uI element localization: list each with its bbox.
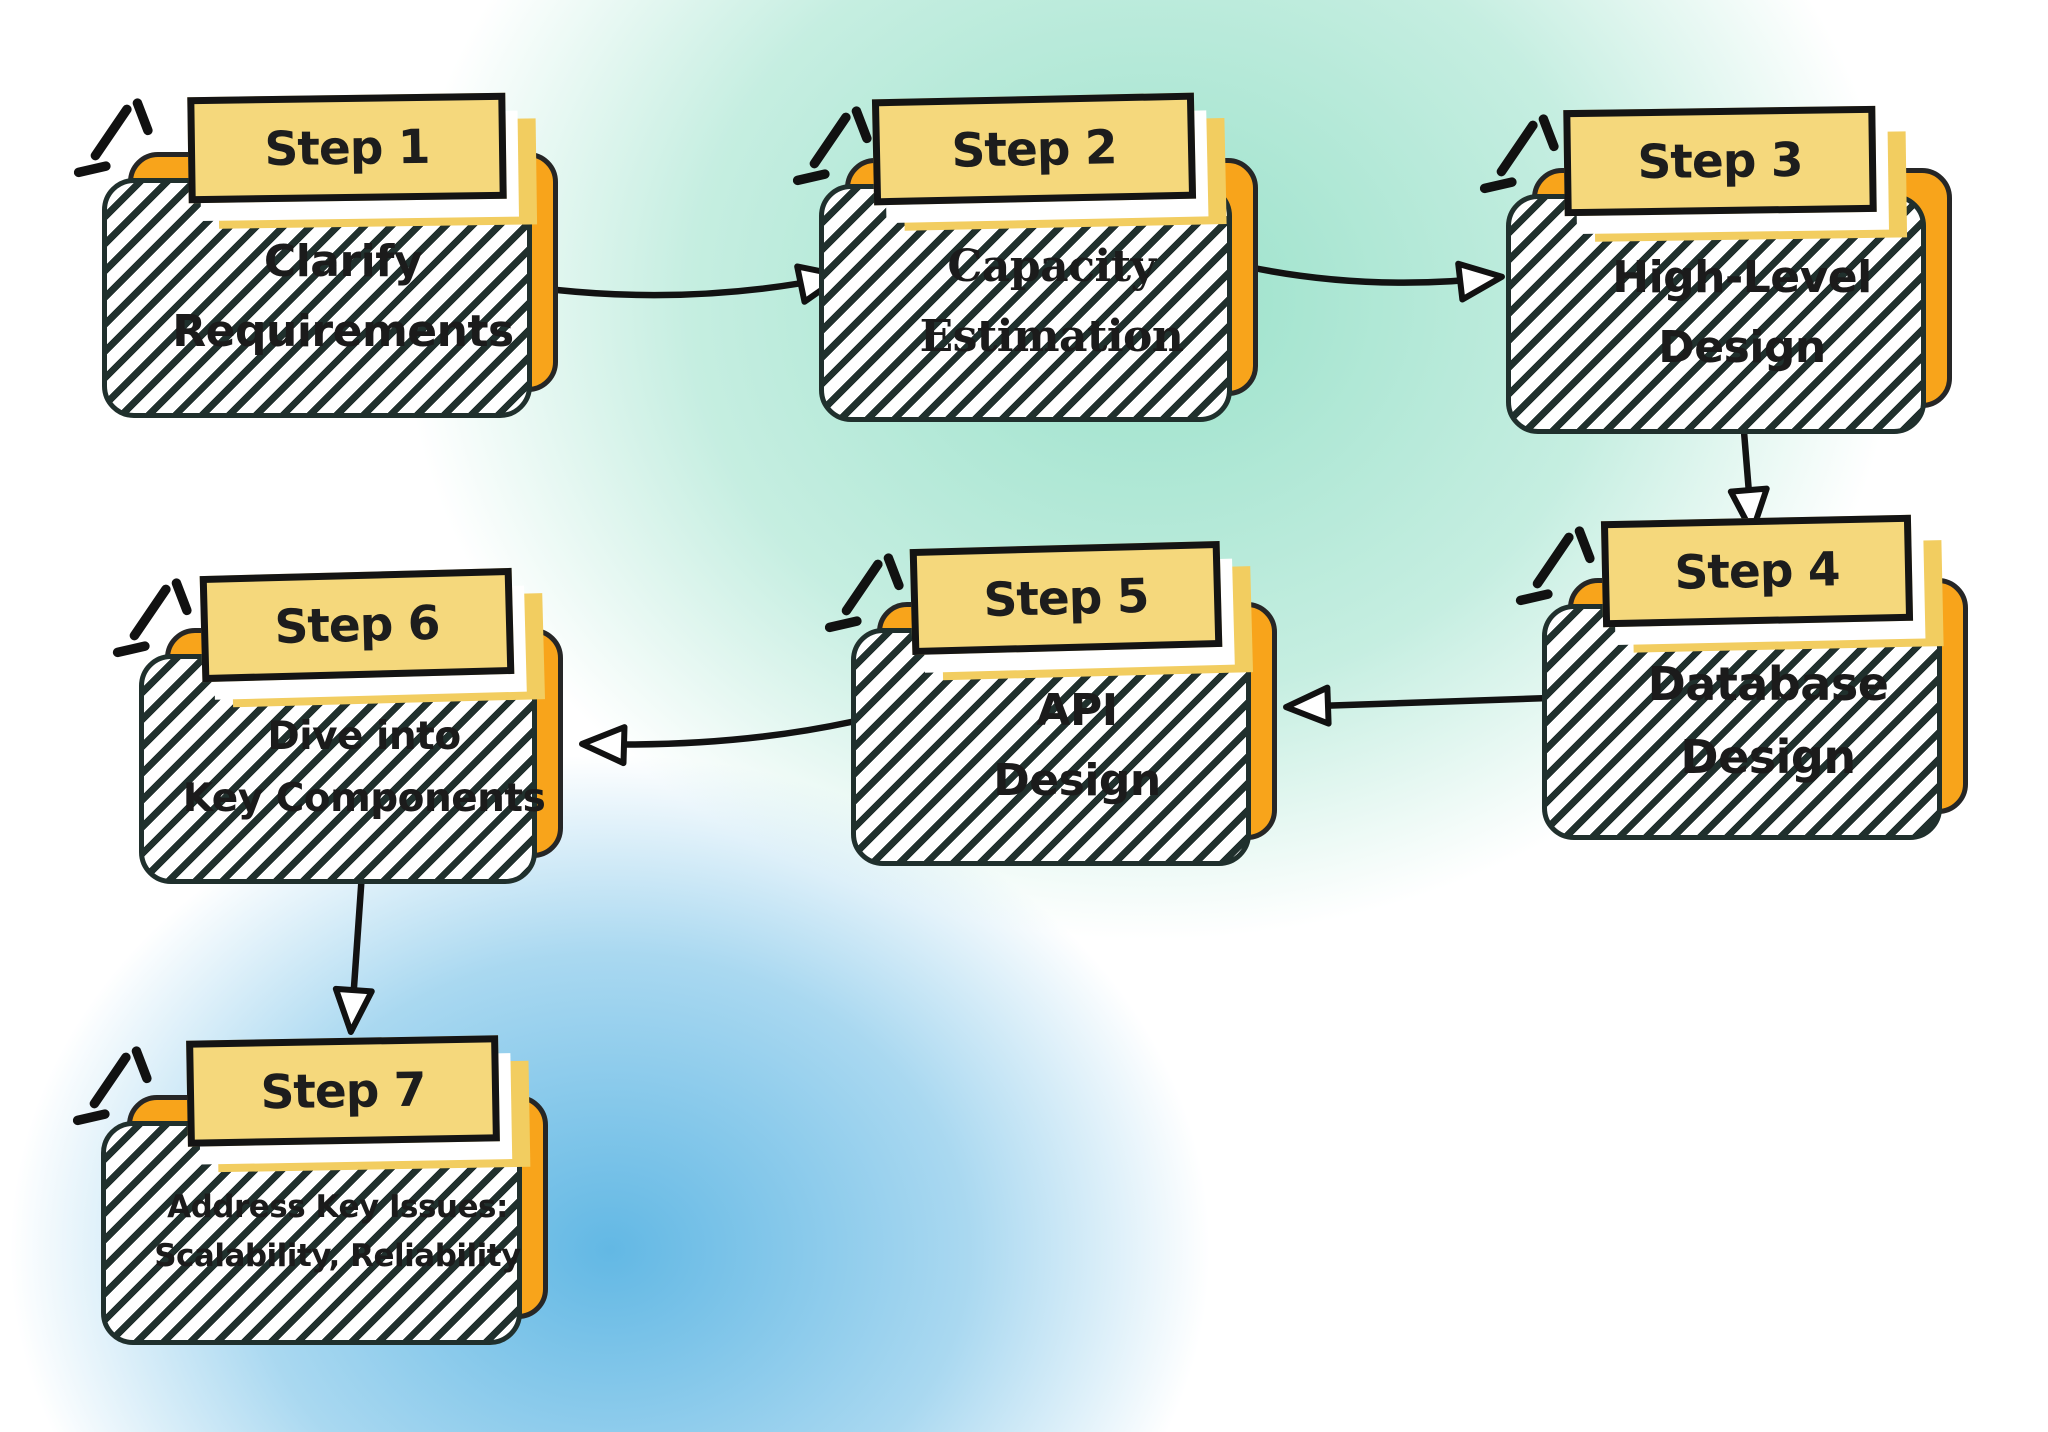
- arrow-step6-to-step7: [332, 869, 375, 1035]
- arrow-step4-to-step5: [1283, 684, 1553, 727]
- sparkle-icon: [112, 578, 192, 658]
- sparkle-icon: [1515, 526, 1595, 606]
- step-1-title-line2: Requirements: [172, 306, 514, 357]
- sparkle-icon: [824, 553, 904, 633]
- step-6-label: Step 6: [199, 567, 515, 683]
- step-7-title-line2: Scalability, Reliability: [154, 1238, 521, 1274]
- step-7-label: Step 7: [186, 1035, 500, 1147]
- step-4-title-line1: Database: [1647, 657, 1889, 712]
- step-4-label: Step 4: [1600, 514, 1914, 628]
- step-2-title-line2: Estimation: [919, 311, 1184, 362]
- arrow-step2-to-step3: [1245, 260, 1505, 303]
- step-6-title-line2: Key Components: [182, 776, 546, 821]
- arrow-step5-to-step6: [579, 718, 855, 767]
- arrow-step1-to-step2: [553, 263, 845, 305]
- step-1-title-line1: Clarify: [263, 236, 423, 288]
- step-3-label: Step 3: [1563, 105, 1877, 217]
- step-5-title-line1: API: [1036, 685, 1118, 737]
- sparkle-icon: [72, 1046, 152, 1126]
- step-7-title-line1: Address Key Issues:: [167, 1189, 508, 1226]
- sparkle-icon: [73, 98, 153, 178]
- step-1-label: Step 1: [187, 92, 507, 204]
- sparkle-icon: [1479, 114, 1559, 194]
- step-3-title-line2: Design: [1658, 322, 1826, 373]
- step-6-title-line1: Dive into: [267, 714, 461, 760]
- step-2-title-line1: Capacity: [947, 241, 1156, 293]
- step-3-title-line1: High-Level: [1612, 252, 1872, 304]
- step-2-label: Step 2: [871, 92, 1197, 206]
- step-5-title-line2: Design: [993, 755, 1161, 806]
- step-5-label: Step 5: [909, 540, 1223, 656]
- step-4-title-line2: Design: [1680, 730, 1856, 784]
- sparkle-icon: [792, 106, 872, 186]
